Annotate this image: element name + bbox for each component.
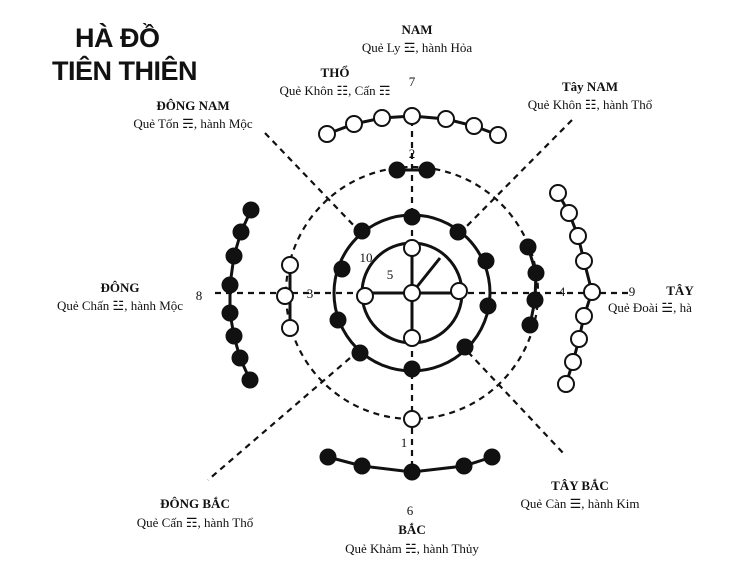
dot-black [526, 291, 544, 309]
dot-white [575, 252, 593, 270]
dot-white [403, 107, 421, 125]
label-nam-sub: Quẻ Ly ☲, hành Hỏa [362, 40, 472, 55]
label-nam: NAM [401, 22, 432, 37]
diagonal-southwest [207, 357, 351, 481]
label-tho-sub: Quẻ Khôn ☷, Cấn ☶ [279, 83, 390, 98]
dot-black [232, 223, 250, 241]
dot-white [437, 110, 455, 128]
dot-black [221, 276, 239, 294]
west-outer-nine [549, 184, 601, 393]
dot-center-left [356, 287, 374, 305]
dot-white [465, 117, 483, 135]
title-line-2: TIÊN THIÊN [52, 55, 197, 86]
dot-white [569, 227, 587, 245]
number-2: 2 [409, 146, 416, 161]
dot-center-bottom [403, 329, 421, 347]
dot-ring [456, 338, 474, 356]
east-outer-eight [221, 201, 260, 389]
dot-ring [333, 260, 351, 278]
dot-white [557, 375, 575, 393]
center-five-dots [356, 239, 468, 347]
label-dong-nam: ĐÔNG NAM [156, 98, 229, 113]
dot-center [403, 284, 421, 302]
dot-ring [449, 223, 467, 241]
label-dong-nam-sub: Quẻ Tốn ☴, hành Mộc [133, 116, 253, 131]
dot-white [276, 287, 294, 305]
dot-white [564, 353, 582, 371]
diagonal-northwest [467, 351, 566, 456]
dot-ring [403, 360, 421, 378]
dot-ring [403, 208, 421, 226]
dot-white [345, 115, 363, 133]
dot-ring [477, 252, 495, 270]
dot-center-top [403, 239, 421, 257]
dot-white [583, 283, 601, 301]
diagonal-southeast [264, 132, 361, 233]
dot-ring [329, 311, 347, 329]
number-5: 5 [387, 267, 394, 282]
number-4: 4 [559, 284, 566, 299]
dot-white [489, 126, 507, 144]
dot-black [418, 161, 436, 179]
label-tay-bac-sub: Quẻ Càn ☰, hành Kim [521, 496, 640, 511]
dot-black [353, 457, 371, 475]
number-9: 9 [629, 284, 636, 299]
east-inner-three [276, 256, 299, 337]
dot-black [225, 247, 243, 265]
label-tay-bac: TÂY BẮC [551, 478, 609, 493]
dot-ring [479, 297, 497, 315]
dot-white [373, 109, 391, 127]
south-outer-seven [318, 107, 507, 144]
dot-black [225, 327, 243, 345]
dot-ring [351, 344, 369, 362]
label-dong: ĐÔNG [101, 280, 140, 295]
number-3: 3 [307, 286, 314, 301]
dot-black [519, 238, 537, 256]
north-inner-one [403, 410, 421, 428]
number-7: 7 [409, 74, 416, 89]
ring-ten-dots [329, 208, 497, 378]
dot-white [281, 319, 299, 337]
number-10: 10 [360, 250, 373, 265]
dot-black [521, 316, 539, 334]
dot-black [403, 463, 421, 481]
dot-black [231, 349, 249, 367]
diagonal-northeast [459, 119, 573, 234]
label-dong-sub: Quẻ Chấn ☳, hành Mộc [57, 298, 183, 313]
number-6: 6 [407, 503, 414, 518]
dot-black [483, 448, 501, 466]
dot-black [221, 304, 239, 322]
number-8: 8 [196, 288, 203, 303]
label-dong-bac: ĐÔNG BẮC [160, 496, 230, 511]
dot-white [281, 256, 299, 274]
label-bac: BẮC [398, 522, 425, 537]
title-line-1: HÀ ĐỒ [75, 22, 160, 53]
axis-lines [207, 119, 630, 481]
label-tay-sub: Quẻ Đoài ☱, hà [608, 300, 692, 315]
dot-black [527, 264, 545, 282]
label-tay-nam: Tây NAM [562, 79, 618, 94]
dot-center-right [450, 282, 468, 300]
south-inner-two [388, 161, 436, 179]
dot-black [388, 161, 406, 179]
label-tho: THỔ [321, 65, 350, 80]
dot-white [560, 204, 578, 222]
dot-ring [353, 222, 371, 240]
dot-white [575, 307, 593, 325]
west-inner-four [519, 238, 545, 334]
number-1: 1 [401, 435, 408, 450]
label-bac-sub: Quẻ Khảm ☵, hành Thủy [345, 541, 479, 556]
label-tay-nam-sub: Quẻ Khôn ☷, hành Thổ [528, 97, 652, 112]
dot-black [241, 371, 259, 389]
label-tay: TÂY [666, 283, 694, 298]
dot-black [455, 457, 473, 475]
label-dong-bac-sub: Quẻ Cấn ☶, hành Thổ [137, 515, 253, 530]
dot-white [549, 184, 567, 202]
dot-black [242, 201, 260, 219]
dot-black [319, 448, 337, 466]
north-outer-six [319, 448, 501, 481]
dot-white [570, 330, 588, 348]
dot-white [318, 125, 336, 143]
